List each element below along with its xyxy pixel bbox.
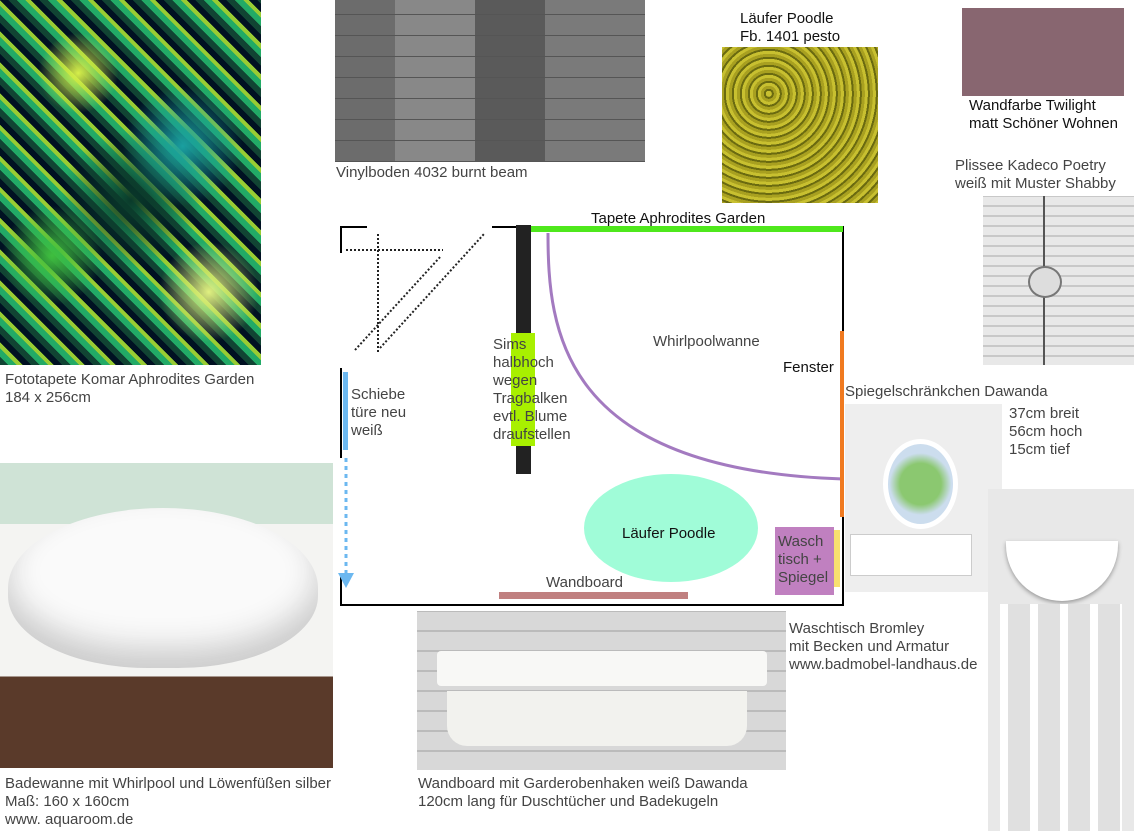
window-marker	[840, 331, 844, 517]
wall-shelf-marker	[499, 592, 688, 599]
vinyl-caption: Vinylboden 4032 burnt beam	[336, 164, 528, 181]
bathtub-caption: Badewanne mit Whirlpool und Löwenfüßen s…	[5, 775, 331, 829]
label-window: Fenster	[783, 359, 834, 376]
label-wallpaper: Tapete Aphrodites Garden	[591, 210, 766, 227]
caption-line: www. aquaroom.de	[5, 811, 134, 828]
caption-line: Wandfarbe Twilight	[969, 97, 1096, 114]
label-wall-shelf: Wandboard	[546, 574, 623, 591]
caption-line: Wandboard mit Garderobenhaken weiß Dawan…	[418, 775, 748, 792]
caption-line: Plissee Kadeco Poetry	[955, 157, 1106, 174]
dim-line: 15cm tief	[1009, 441, 1070, 458]
vinyl-floor-image	[335, 0, 645, 162]
caption-line: www.badmobel-landhaus.de	[789, 656, 978, 673]
ledge-marker	[511, 333, 535, 446]
label-line: wegen	[493, 372, 538, 389]
caption-line: Maß: 160 x 160cm	[5, 793, 130, 810]
label-line: halbhoch	[493, 354, 554, 371]
wall-shelf-caption: Wandboard mit Garderobenhaken weiß Dawan…	[418, 775, 748, 811]
washstand-image	[988, 489, 1134, 831]
wall-color-swatch	[962, 8, 1124, 96]
caption-line: Läufer Poodle	[740, 10, 834, 27]
label-line: Schiebe	[351, 386, 406, 403]
caption-line: Fb. 1401 pesto	[740, 28, 841, 45]
shower-door-dotted	[346, 233, 485, 352]
label-line: türe neu	[351, 404, 407, 421]
mirror-cabinet-caption: Spiegelschränkchen Dawanda	[845, 383, 1048, 400]
caption-line: weiß mit Muster Shabby	[955, 175, 1116, 192]
label-line: weiß	[351, 422, 383, 439]
wall-shelf-image	[417, 611, 786, 770]
washstand-marker	[775, 527, 834, 595]
dim-line: 56cm hoch	[1009, 423, 1083, 440]
caption-line: 184 x 256cm	[5, 389, 91, 406]
pleated-blind-image	[983, 196, 1134, 365]
caption-line: Fototapete Komar Aphrodites Garden	[5, 371, 255, 388]
label-line: tisch +	[778, 551, 822, 568]
label-whirlpool: Whirlpoolwanne	[653, 333, 760, 350]
label-line: evtl. Blume	[493, 408, 568, 425]
caption-line: mit Becken und Armatur	[789, 638, 950, 655]
caption-line: 120cm lang für Duschtücher und Badekugel…	[418, 793, 719, 810]
sliding-door-marker	[343, 372, 348, 450]
caption-line: matt Schöner Wohnen	[969, 115, 1118, 132]
mirror-marker	[834, 530, 840, 587]
label-line: draufstellen	[493, 426, 571, 443]
wallpaper-image	[0, 0, 261, 365]
wall-top-left	[340, 226, 367, 253]
label-line: Sims	[493, 336, 527, 353]
mirror-cabinet-image	[845, 404, 1002, 592]
dim-line: 37cm breit	[1009, 405, 1080, 422]
label-line: Spiegel	[778, 569, 829, 586]
label-runner: Läufer Poodle	[622, 525, 716, 542]
arrow-head-icon	[338, 573, 354, 588]
whirlpool-outline	[546, 232, 844, 481]
label-line: Tragbalken	[493, 390, 568, 407]
runner-marker	[584, 474, 758, 582]
wallpaper-wall-marker	[530, 226, 843, 232]
caption-line: Waschtisch Bromley	[789, 620, 925, 637]
label-line: Wasch	[778, 533, 824, 550]
runner-rug-image	[722, 47, 878, 203]
bathtub-image	[0, 463, 333, 768]
caption-line: Badewanne mit Whirlpool und Löwenfüßen s…	[5, 775, 332, 792]
